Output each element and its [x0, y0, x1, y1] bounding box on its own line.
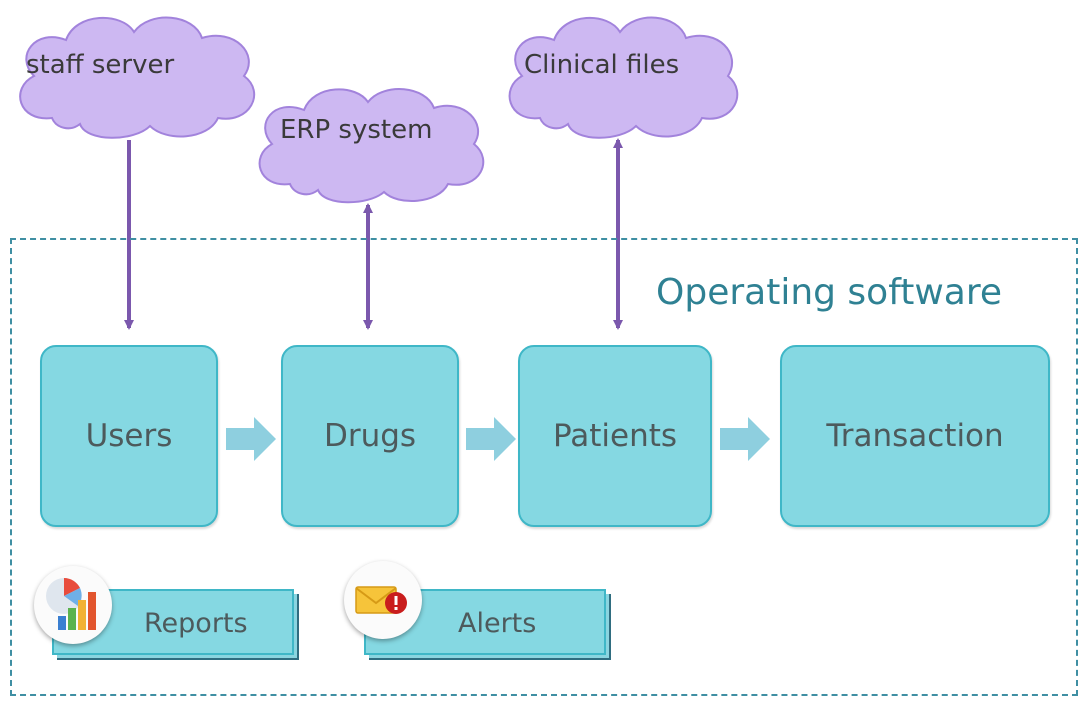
report-chart-icon — [34, 566, 112, 644]
drugs-module: Drugs — [281, 345, 459, 527]
erp-system-label: ERP system — [280, 115, 433, 145]
transaction-module-label: Transaction — [826, 418, 1004, 454]
clinical-files-label: Clinical files — [524, 50, 680, 80]
alert-mail-icon — [344, 561, 422, 639]
drugs-module-label: Drugs — [323, 418, 417, 454]
erp-system-cloud — [258, 88, 485, 204]
patients-module-label: Patients — [552, 418, 678, 454]
users-module: Users — [40, 345, 218, 527]
patients-module: Patients — [518, 345, 712, 527]
alerts-label: Alerts — [458, 608, 537, 639]
operating-software-boundary — [10, 238, 1078, 696]
reports-label: Reports — [144, 608, 248, 639]
staff-server-label: staff server — [26, 50, 175, 80]
flow-arrow-users-to-drugs — [226, 417, 276, 461]
operating-software-label: Operating software — [656, 272, 1003, 313]
staff-server-cloud — [19, 16, 256, 139]
flow-arrow-drugs-to-patients — [466, 417, 516, 461]
users-module-label: Users — [85, 418, 173, 454]
flow-arrow-patients-to-transaction — [720, 417, 770, 461]
transaction-module: Transaction — [780, 345, 1050, 527]
clinical-files-cloud — [508, 16, 739, 139]
